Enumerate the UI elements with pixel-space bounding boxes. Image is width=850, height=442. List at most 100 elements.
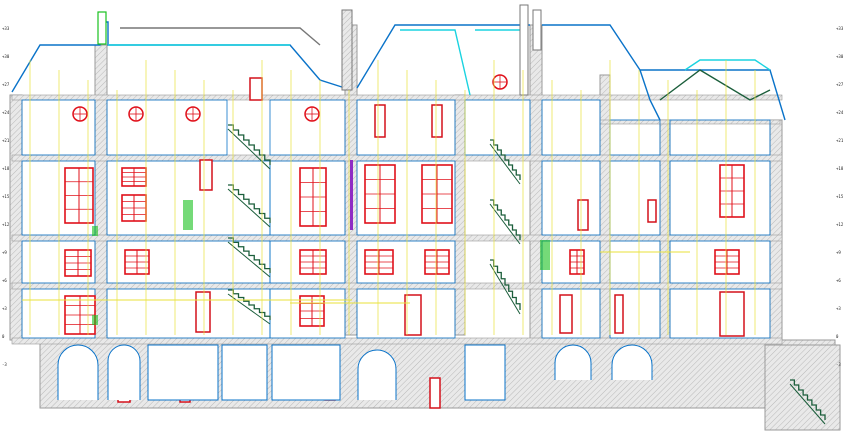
- arch-icon: [554, 344, 592, 380]
- level-label: +27: [2, 82, 10, 87]
- level-label: +12: [836, 222, 844, 227]
- room-outline: [669, 240, 771, 284]
- level-label: +12: [2, 222, 10, 227]
- door-icon: [249, 77, 263, 101]
- arch-icon: [357, 349, 397, 400]
- arch-group: [57, 344, 653, 401]
- room-outline: [669, 288, 771, 339]
- round-window-icon: [492, 74, 508, 90]
- level-label: +24: [836, 110, 844, 115]
- window-icon: [124, 249, 150, 275]
- door-icon: [719, 291, 745, 337]
- window-icon: [64, 249, 92, 277]
- round-window-icon: [304, 106, 320, 122]
- roof-lines: [11, 21, 786, 121]
- room-outline: [269, 160, 346, 236]
- room-outline: [21, 160, 96, 236]
- door-icon: [404, 294, 422, 336]
- annotation-lines: [22, 60, 756, 335]
- window-icon: [364, 164, 396, 224]
- room-outline: [356, 160, 456, 236]
- level-label: +24: [2, 110, 10, 115]
- window-icon: [421, 164, 453, 224]
- stair-icon: [227, 124, 271, 170]
- room-outline: [541, 160, 601, 236]
- stair-icon: [227, 237, 271, 278]
- level-label: +9: [2, 250, 7, 255]
- arch-icon: [611, 344, 653, 380]
- level-label: +9: [836, 250, 841, 255]
- door-icon: [199, 159, 213, 191]
- door-icon: [559, 294, 573, 334]
- basement-room: [464, 344, 506, 401]
- level-labels: +33+33+30+30+27+27+24+24+21+21+18+18+15+…: [2, 26, 844, 367]
- door-icon: [647, 199, 657, 223]
- stair-icon: [227, 184, 271, 228]
- arch-icon: [57, 344, 99, 400]
- level-label: +30: [2, 54, 10, 59]
- round-window-icon: [72, 106, 88, 122]
- door-icon: [431, 104, 443, 138]
- room-outline: [21, 240, 96, 284]
- room-outline: [21, 99, 96, 156]
- level-label: -3: [2, 362, 7, 367]
- room-outline: [356, 288, 456, 339]
- round-window-icon: [128, 106, 144, 122]
- level-label: +18: [2, 166, 10, 171]
- annotation-mark: [183, 200, 193, 230]
- level-label: +3: [2, 306, 7, 311]
- level-label: +33: [836, 26, 844, 31]
- window-icon: [121, 194, 147, 222]
- level-label: 0: [836, 334, 839, 339]
- window-group: [64, 74, 745, 335]
- stair-icon: [489, 259, 521, 315]
- room-outline: [609, 160, 661, 236]
- level-label: +21: [836, 138, 844, 143]
- stair-icon: [789, 379, 826, 425]
- stair-icon: [227, 289, 271, 325]
- level-label: +6: [2, 278, 7, 283]
- door-icon: [577, 199, 589, 231]
- floor-slab: [11, 282, 783, 290]
- window-icon: [64, 295, 96, 335]
- annotation-mark: [92, 226, 98, 236]
- level-label: +27: [836, 82, 844, 87]
- room-outline: [669, 119, 771, 156]
- stair-icon: [489, 139, 521, 185]
- level-label: +30: [836, 54, 844, 59]
- floor-slab: [11, 154, 783, 162]
- door-icon: [374, 104, 386, 138]
- level-label: +33: [2, 26, 10, 31]
- window-icon: [719, 164, 745, 218]
- basement-room: [271, 344, 341, 401]
- door-icon: [429, 377, 441, 409]
- round-window-icon: [185, 106, 201, 122]
- room-outline: [541, 288, 601, 339]
- chimney-icon: [97, 4, 542, 96]
- floor-slab: [599, 119, 781, 125]
- room-outline: [356, 99, 456, 156]
- level-label: +15: [2, 194, 10, 199]
- level-label: +18: [836, 166, 844, 171]
- room-outline: [669, 160, 771, 236]
- room-outline: [106, 99, 228, 156]
- floor-slabs: [11, 94, 783, 345]
- room-outline: [356, 240, 456, 284]
- level-label: -3: [836, 362, 841, 367]
- room-outline: [269, 99, 346, 156]
- floor-slab: [11, 337, 783, 345]
- basement-room: [221, 344, 268, 401]
- level-label: +6: [836, 278, 841, 283]
- window-icon: [569, 249, 585, 275]
- room-outline: [269, 288, 346, 339]
- window-icon: [424, 249, 450, 275]
- window-icon: [121, 167, 147, 187]
- room-outline: [609, 119, 661, 156]
- level-label: +3: [836, 306, 841, 311]
- stair-group: [227, 124, 826, 425]
- door-icon: [195, 291, 211, 333]
- window-icon: [64, 167, 94, 224]
- arch-icon: [107, 344, 141, 400]
- basement-room: [147, 344, 219, 401]
- level-label: 0: [2, 334, 5, 339]
